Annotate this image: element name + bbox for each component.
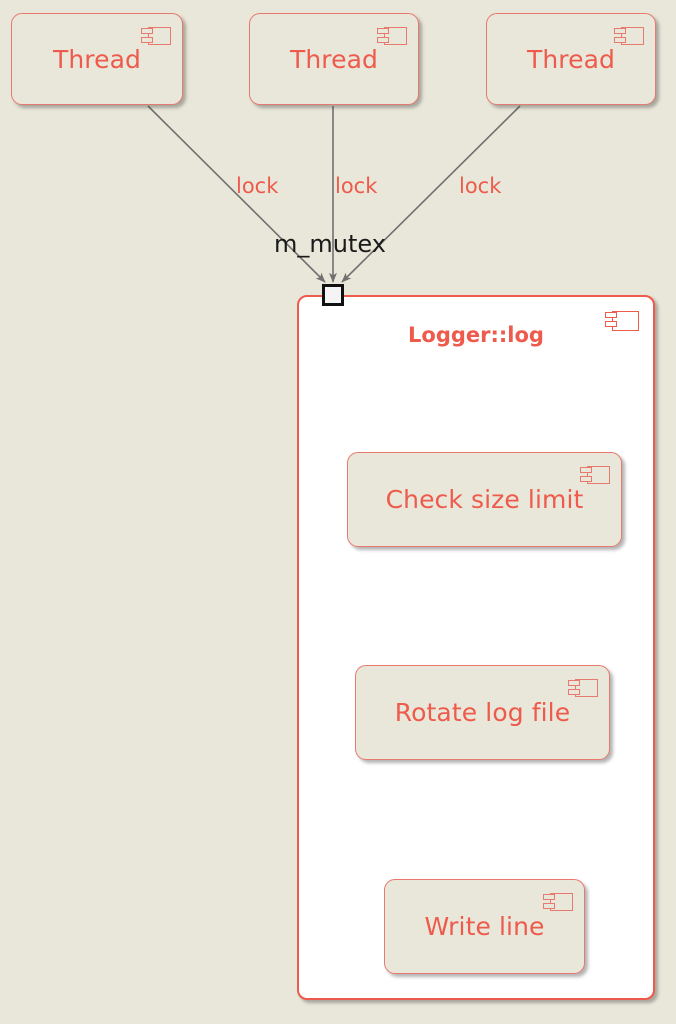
- component-thread-1[interactable]: Thread: [11, 13, 183, 105]
- component-rotate-log-file-label: Rotate log file: [394, 698, 571, 727]
- component-thread-3[interactable]: Thread: [486, 13, 656, 105]
- component-thread-3-label: Thread: [526, 44, 615, 74]
- component-thread-2[interactable]: Thread: [249, 13, 419, 105]
- edge-label-lock-2: lock: [335, 174, 378, 198]
- container-logger-log[interactable]: Logger::log Check size limit Rotate log …: [297, 295, 655, 1000]
- edge-label-lock-1: lock: [236, 174, 279, 198]
- component-write-line[interactable]: Write line: [384, 879, 585, 974]
- component-rotate-log-file[interactable]: Rotate log file: [355, 665, 610, 760]
- mutex-port[interactable]: [322, 284, 344, 306]
- mutex-port-label: m_mutex: [274, 230, 386, 258]
- component-icon: [543, 891, 573, 913]
- component-thread-1-label: Thread: [52, 44, 141, 74]
- component-check-size-limit-label: Check size limit: [385, 485, 584, 514]
- component-icon: [605, 309, 639, 333]
- component-check-size-limit[interactable]: Check size limit: [347, 452, 622, 547]
- component-icon: [377, 25, 407, 47]
- component-write-line-label: Write line: [424, 912, 545, 941]
- component-icon: [580, 464, 610, 486]
- component-icon: [141, 25, 171, 47]
- component-thread-2-label: Thread: [289, 44, 378, 74]
- edge-label-lock-3: lock: [459, 174, 502, 198]
- component-icon: [614, 25, 644, 47]
- container-title: Logger::log: [408, 323, 544, 347]
- component-icon: [568, 677, 598, 699]
